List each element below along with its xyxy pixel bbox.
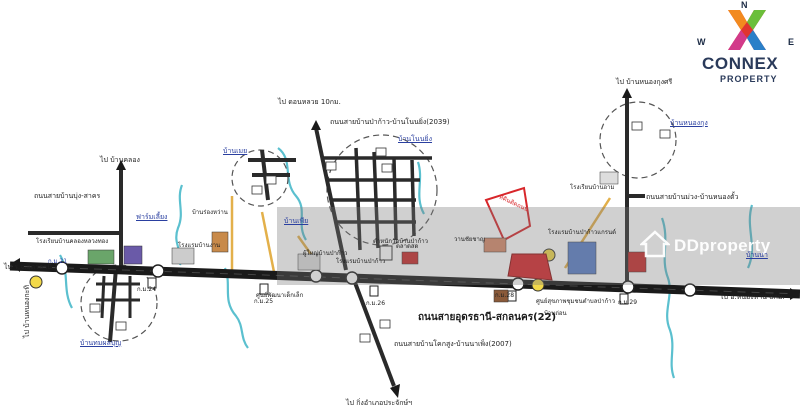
brand-name: CONNEX — [702, 54, 779, 73]
circle-right — [599, 101, 677, 179]
label-top-center: ไป ดอนหลวย 10กม. — [278, 98, 341, 106]
temple-boxes — [89, 121, 671, 343]
label-left-road: ไป ร.จ.อุดรธานี — [4, 263, 52, 271]
label-km21: ก.ม.21 — [48, 258, 68, 265]
village-grid-mid — [322, 147, 432, 251]
label-right-road: ไป อ.หนองหาน 8กม. — [720, 293, 785, 301]
building-mid — [379, 245, 393, 261]
circle-mid — [326, 134, 438, 246]
watermark-band — [277, 207, 800, 285]
label-gas-left: โรงแรมบ้านงาน — [178, 242, 221, 249]
label-km25: ก.ม.25 — [254, 298, 274, 305]
river-farright — [746, 204, 754, 269]
interchange-29 — [621, 280, 635, 294]
road-south-left — [108, 267, 118, 343]
label-top-right: ไป บ้านหนองกุงศรี — [616, 78, 673, 86]
market — [401, 251, 419, 265]
building-left — [87, 249, 115, 265]
temple-left — [123, 245, 143, 265]
shrine — [211, 231, 229, 253]
label-hotel-mid: โรงแรมบ้านป่าก้าว — [336, 258, 386, 265]
minor-roads — [28, 96, 645, 387]
interchange-21 — [55, 261, 69, 275]
red-sign — [484, 186, 532, 242]
building-mid-left — [171, 247, 195, 265]
watermark-text: DDproperty — [674, 236, 771, 255]
direction-arrows — [10, 88, 800, 398]
label-nong-right: บ้านนา — [746, 251, 768, 259]
label-road-2007: ถนนสายบ้านโคกสูง-บ้านนาเพ็ง(2007) — [394, 340, 512, 348]
main-highway — [9, 261, 800, 299]
label-ban-nong: บ้านโนนยิ่ง — [398, 135, 433, 143]
label-main-road: ถนนสายอุดรธานี-สกลนคร(22) — [418, 312, 557, 323]
label-market-mid: ตลาดสด — [396, 243, 419, 250]
compass-w: W — [697, 37, 706, 47]
circle-west — [231, 149, 289, 207]
label-pump: บ้านร่องหว่าน — [192, 209, 228, 216]
label-hotel-right: โรงแรมบ้านป่าก้าวแกรนด์ — [548, 229, 616, 236]
label-ban-mai: บ้านเมย — [223, 147, 248, 155]
landmarks — [87, 171, 647, 303]
interchange-28 — [511, 277, 525, 291]
label-km26: ก.ม.26 — [366, 300, 386, 307]
ddproperty-icon — [640, 230, 670, 258]
label-bottom: ไป กิ่งอำเภอประจักษ์ฯ — [346, 399, 413, 407]
pin-health — [493, 289, 509, 303]
label-wan-chai: วานชัยชาญ — [454, 236, 485, 243]
river-left-lower — [59, 254, 73, 309]
river-left2 — [223, 267, 249, 349]
label-village-bottom: บ้านทมผลบุญ — [80, 339, 122, 347]
label-road-2039: ถนนสายบ้านป่าก้าว-บ้านโนนยิ่ง(2039) — [330, 118, 450, 126]
interchanges — [55, 261, 697, 297]
label-tamnak: ตำหนักวัดบ้านป่าก้าว — [373, 238, 429, 245]
interchange-east — [683, 283, 697, 297]
hotel-right — [567, 241, 597, 275]
label-ban-pang: บ้านเพีย — [284, 217, 309, 225]
km-markers — [147, 277, 629, 305]
label-road-right: ถนนสายบ้านม่วง-บ้านหนองตั้ว — [646, 193, 739, 201]
gas-right — [627, 251, 647, 273]
label-left-nav: ไป บ้านหนองกะทิ — [23, 285, 31, 338]
label-ban-kham: บ้านถ่อน — [544, 310, 567, 317]
village-grid-left — [96, 275, 140, 319]
label-road-left: ถนนสายบ้านบุ่ง-สาคร — [34, 192, 101, 200]
road-south-mid — [349, 271, 396, 387]
canal-mid — [260, 211, 276, 273]
land-plot — [507, 253, 553, 281]
label-center-school: ศูนย์พัฒนาเด็กเล็ก — [256, 292, 304, 299]
wanchai — [483, 237, 507, 253]
river-mid2 — [416, 161, 425, 215]
label-farm: ฟาร์มเลี้ยง — [136, 213, 168, 221]
district-circles — [80, 101, 677, 342]
compass-n: N — [741, 0, 748, 10]
connex-logo — [728, 10, 766, 50]
compass-e: E — [788, 37, 795, 47]
label-top-left: ไป บ้านคลอง — [100, 156, 140, 164]
label-local-admin: ผู้ใหญ่บ้านป่าก้าว — [303, 250, 348, 257]
label-ban-nong-right: บ้านหนองกุง — [670, 119, 708, 127]
label-left-school: โรงเรียนบ้านคลองหลวงทอง — [36, 238, 109, 245]
label-health: ศูนย์สุขภาพชุมชนตำบลป่าก้าว — [536, 298, 615, 305]
school-mid — [297, 253, 321, 271]
label-km29: ก.ม.29 — [618, 299, 638, 306]
circle-left — [80, 264, 158, 342]
label-school-right: โรงเรียนบ้านอาม — [570, 184, 615, 191]
label-km28: ก.ม.28 — [495, 292, 515, 299]
interchange-26 — [345, 271, 359, 285]
label-km24: ก.ม.24 — [137, 286, 157, 293]
school-right — [599, 171, 619, 185]
brand-subtitle: PROPERTY — [720, 74, 778, 84]
interchange-24 — [151, 264, 165, 278]
